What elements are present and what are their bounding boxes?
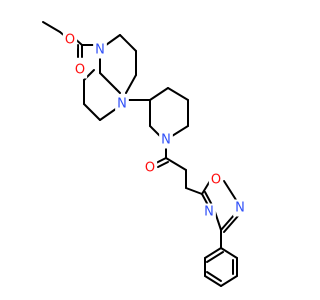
atom-o-ester-carbonyl: O (75, 63, 85, 78)
bond (201, 180, 211, 195)
atom-label-background (202, 203, 216, 221)
atom-label-background (142, 159, 158, 177)
atom-label-background (93, 41, 107, 59)
atom-labels: O O N N N O O N N (62, 31, 247, 221)
atom-n-piperidine: N (161, 133, 171, 148)
bond (157, 161, 169, 168)
atom-label-background (208, 171, 224, 189)
structure-diagram: O O N N N O O N N (42, 21, 247, 287)
bond (223, 180, 239, 204)
atom-n-piperazine-b: N (117, 97, 127, 112)
bond (83, 103, 101, 121)
atom-label-background (233, 199, 247, 217)
atom-n-oxadiazole-a: N (204, 205, 214, 220)
atom-o-ester-ether: O (65, 33, 75, 48)
bond (149, 125, 161, 137)
bond (214, 211, 222, 231)
bond (167, 87, 189, 101)
bond (223, 215, 239, 233)
bond (185, 187, 203, 195)
bond (204, 275, 222, 287)
bond (99, 72, 117, 90)
atom-label-background (115, 95, 129, 113)
bond (204, 247, 222, 259)
bond (125, 74, 137, 94)
atom-n-oxadiazole-b: N (235, 201, 245, 216)
atom-n-piperazine-a: N (95, 43, 105, 58)
atom-o-oxadiazole: O (211, 173, 221, 188)
atom-label-background (62, 31, 78, 49)
bonds (42, 21, 239, 287)
bond (206, 251, 224, 263)
atom-label-background (159, 131, 173, 149)
atom-label-background (72, 61, 88, 79)
bond (220, 213, 236, 231)
bond (220, 275, 238, 287)
bond (119, 34, 137, 52)
bond (165, 157, 187, 171)
bond (105, 34, 121, 46)
atom-o-amide: O (145, 161, 155, 176)
bond (206, 271, 222, 282)
molecule-canvas: O O N N N O O N N (42, 21, 247, 287)
bond (204, 191, 213, 206)
bond (115, 88, 121, 94)
bond (155, 157, 167, 164)
bond (149, 87, 169, 101)
bond (42, 21, 61, 33)
bond (171, 125, 189, 137)
bond (220, 247, 238, 259)
